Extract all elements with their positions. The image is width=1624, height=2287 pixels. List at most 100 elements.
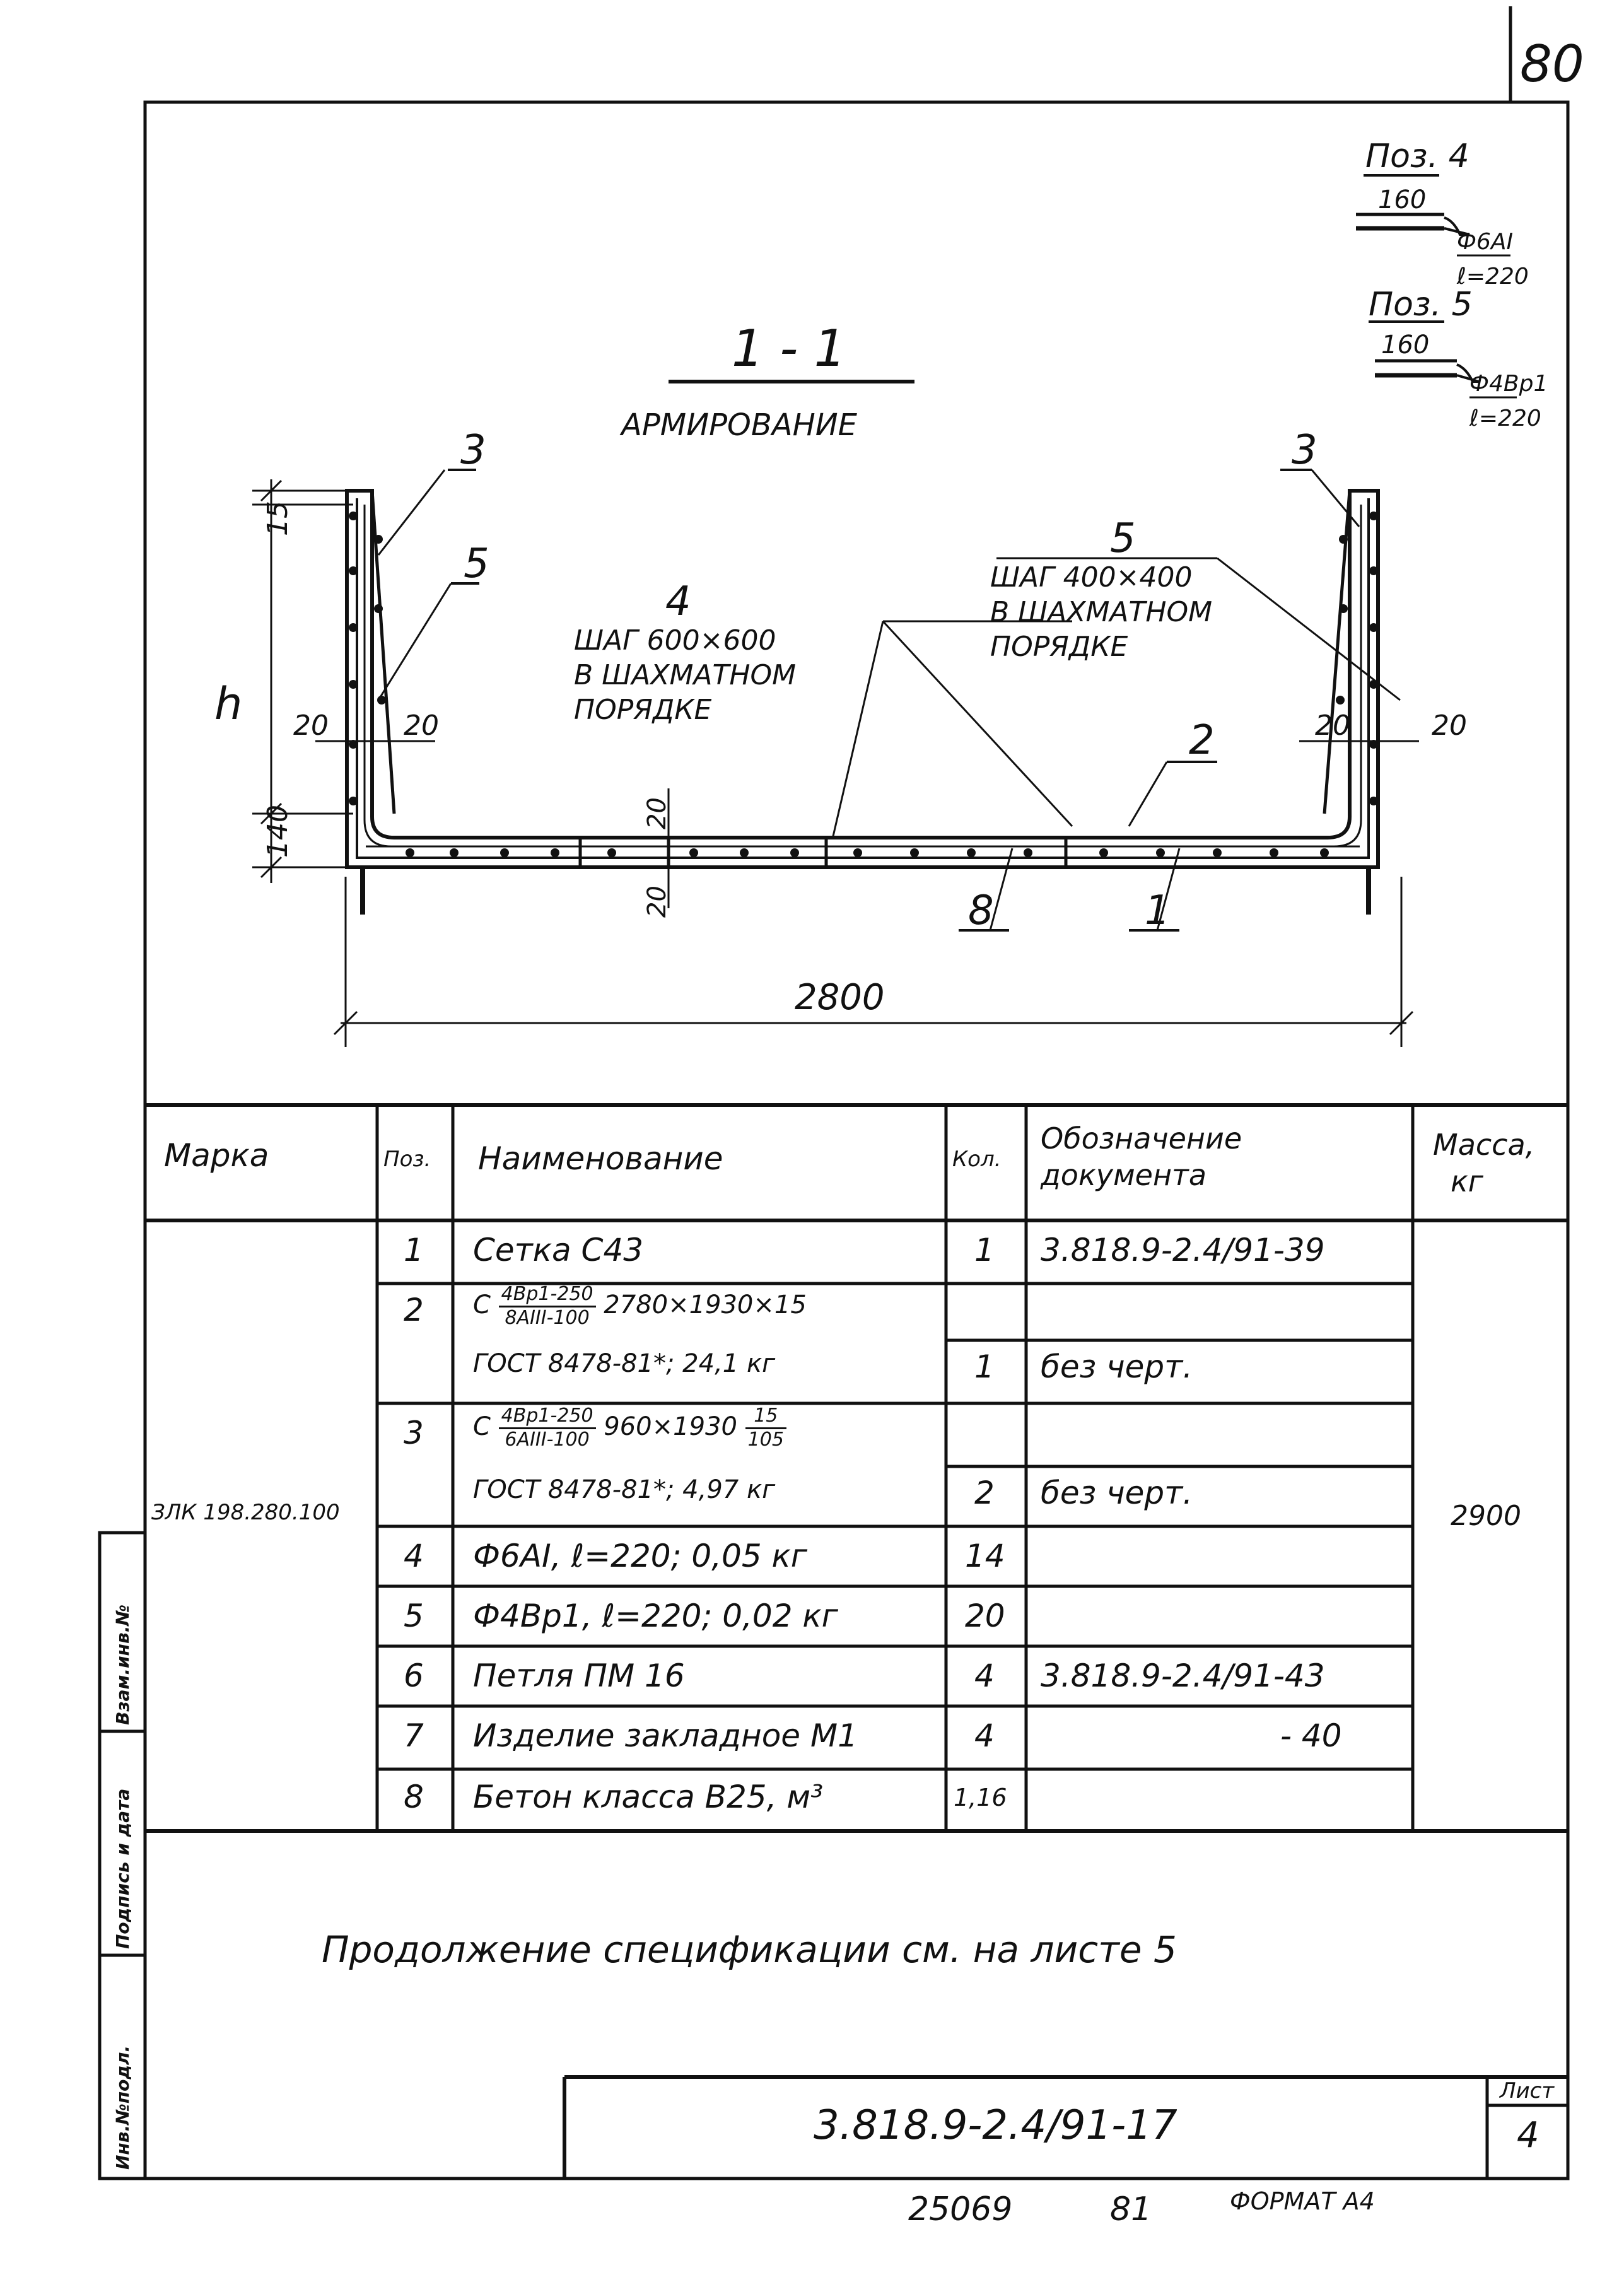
mark-value: ЗЛК 198.280.100	[151, 1500, 340, 1525]
row-2-prefix: С	[473, 1290, 491, 1319]
row-3-suffix: 960×1930	[604, 1412, 737, 1441]
header-name: Наименование	[478, 1140, 723, 1177]
stamp-sheet-label: Лист	[1500, 2078, 1555, 2103]
row-2-frac-den: 8АIII-100	[505, 1306, 590, 1329]
dim-20-left-b: 20	[404, 710, 439, 742]
callout-2: 2	[1189, 717, 1215, 764]
header-mass-1: Масса,	[1433, 1128, 1535, 1162]
row-1-doc: 3.818.9-2.4/91-39	[1041, 1232, 1325, 1268]
row-6-doc: 3.818.9-2.4/91-43	[1041, 1658, 1325, 1694]
callout-1: 1	[1145, 887, 1171, 934]
row-3-pos: 3	[404, 1415, 424, 1451]
row-1-name: Сетка С43	[473, 1232, 644, 1268]
row-2-fraction: 4Вр1-250 8АIII-100	[498, 1283, 596, 1329]
dim-20-right-b: 20	[1432, 710, 1467, 742]
side-stamp-inv: Инв.№подл.	[112, 2045, 133, 2170]
row-3-name: С 4Вр1-250 6АIII-100 960×1930 15 105	[473, 1405, 786, 1451]
header-mass-2: кг	[1451, 1164, 1483, 1198]
sheet-number-box	[1509, 6, 1568, 104]
dim-20-left-a: 20	[293, 710, 329, 742]
dim-15: 15	[262, 501, 294, 536]
section-subtitle: АРМИРОВАНИЕ	[619, 407, 858, 443]
callout-5-left: 5	[464, 541, 489, 587]
callout-5-note-1: ШАГ 400×400	[990, 561, 1192, 594]
callout-4: 4	[665, 578, 691, 625]
row-7-doc: - 40	[1280, 1717, 1342, 1754]
row-8-pos: 8	[404, 1779, 424, 1815]
callout-8: 8	[968, 887, 994, 934]
continuation-note: Продолжение спецификации см. на листе 5	[322, 1928, 1177, 1971]
row-8-name: Бетон класса В25, м³	[473, 1779, 824, 1815]
pos4-length: ℓ=220	[1456, 264, 1529, 290]
pos4-dim: 160	[1378, 185, 1426, 214]
row-3-extra-num: 15	[745, 1405, 786, 1429]
pos5-title: Поз. 5	[1369, 286, 1473, 324]
row-3-extra-den: 105	[747, 1428, 784, 1451]
row-8-qty: 1,16	[954, 1784, 1007, 1811]
side-stamp-replaced: Взам.инв.№	[112, 1604, 133, 1725]
pos5-length: ℓ=220	[1469, 406, 1541, 431]
footer-number: 25069	[908, 2190, 1013, 2228]
sheet-number-top: 80	[1520, 35, 1584, 93]
dim-width: 2800	[795, 977, 885, 1018]
row-7-pos: 7	[404, 1717, 424, 1754]
footer-format: ФОРМАТ А4	[1230, 2187, 1375, 2215]
row-2-pos: 2	[404, 1292, 424, 1328]
row-6-qty: 4	[974, 1658, 995, 1694]
pos5-dim: 160	[1381, 330, 1429, 360]
row-3-fraction: 4Вр1-250 6АIII-100	[498, 1405, 596, 1451]
row-6-name: Петля ПМ 16	[473, 1658, 685, 1694]
row-2b-doc: без черт.	[1041, 1348, 1193, 1385]
row-3-frac-num: 4Вр1-250	[498, 1405, 596, 1429]
row-2b-qty: 1	[974, 1348, 995, 1385]
row-4-name: Ф6АI, ℓ=220; 0,05 кг	[473, 1538, 808, 1574]
row-3b-qty: 2	[974, 1475, 995, 1511]
callout-4-note-3: ПОРЯДКЕ	[574, 694, 711, 726]
row-6-pos: 6	[404, 1658, 424, 1694]
row-2-name: С 4Вр1-250 8АIII-100 2780×1930×15	[473, 1283, 807, 1329]
header-doc-1: Обозначение	[1041, 1121, 1242, 1155]
row-4-pos: 4	[404, 1538, 424, 1574]
header-doc-2: документа	[1041, 1158, 1207, 1192]
callout-5-note-2: В ШАХМАТНОМ	[990, 596, 1212, 628]
callout-5-note-3: ПОРЯДКЕ	[990, 631, 1128, 663]
row-5-pos: 5	[404, 1598, 424, 1634]
row-2-frac-num: 4Вр1-250	[498, 1283, 596, 1307]
dim-20-mid-bottom: 20	[643, 886, 672, 918]
header-pos: Поз.	[383, 1147, 431, 1172]
pos4-title: Поз. 4	[1365, 137, 1469, 175]
row-7-name: Изделие закладное М1	[473, 1717, 858, 1754]
callout-4-note-2: В ШАХМАТНОМ	[574, 659, 796, 691]
callout-3-right: 3	[1292, 427, 1317, 474]
row-3-frac-den: 6АIII-100	[505, 1428, 590, 1451]
dim-20-right-a: 20	[1315, 710, 1350, 742]
section-title: 1 - 1	[732, 319, 846, 378]
row-5-name: Ф4Вр1, ℓ=220; 0,02 кг	[473, 1598, 838, 1634]
row-3-extra-fraction: 15 105	[745, 1405, 786, 1451]
side-stamp-signature: Подпись и дата	[112, 1788, 133, 1949]
pos4-diameter: Ф6АI	[1457, 229, 1513, 255]
dim-h: h	[214, 678, 242, 730]
callout-3-left: 3	[460, 427, 486, 474]
header-qty: Кол.	[952, 1147, 1002, 1172]
footer-number-2: 81	[1110, 2190, 1152, 2228]
dim-140: 140	[262, 805, 294, 858]
row-5-qty: 20	[965, 1598, 1005, 1634]
row-3-prefix: С	[473, 1412, 491, 1441]
row-2-suffix: 2780×1930×15	[604, 1290, 807, 1319]
callout-4-note-1: ШАГ 600×600	[574, 624, 776, 657]
trough-outline	[345, 489, 1380, 869]
row-3b-doc: без черт.	[1041, 1475, 1193, 1511]
pos5-diameter: Ф4Вр1	[1469, 371, 1548, 397]
row-1-qty: 1	[974, 1232, 995, 1268]
rebar-dots	[349, 512, 1378, 857]
row-1-pos: 1	[404, 1232, 424, 1268]
sheet-frame	[143, 100, 1570, 2180]
stamp-sheet-value: 4	[1517, 2115, 1539, 2156]
row-7-qty: 4	[974, 1717, 995, 1754]
dim-20-mid-top: 20	[643, 797, 672, 829]
callout-5-right: 5	[1110, 515, 1136, 562]
header-mark: Марка	[164, 1137, 269, 1174]
